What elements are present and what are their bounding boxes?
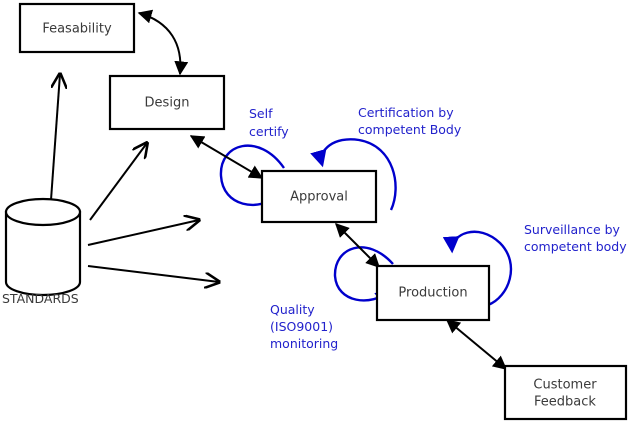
- node-design-label: Design: [145, 96, 190, 111]
- datastore-standards[interactable]: STANDARDS: [2, 197, 82, 306]
- annotation-quality-line3: monitoring: [270, 336, 338, 351]
- connector-approval-production: [335, 223, 380, 268]
- annotation-certification-by-competent-body: Certification by competent Body: [358, 105, 462, 137]
- connector-standards-feasability: [50, 74, 60, 201]
- annotation-quality-line2: (ISO9001): [270, 319, 333, 334]
- node-feasability-label: Feasability: [42, 22, 112, 37]
- node-customer-feedback-label-line2: Feedback: [534, 395, 596, 410]
- annotation-surveillance-line1: Surveillance by: [524, 222, 621, 237]
- node-production-label: Production: [398, 286, 467, 301]
- annotation-certification-line2: competent Body: [358, 122, 462, 137]
- annotation-surveillance-line2: competent body: [524, 239, 627, 254]
- annotation-certification-line1: Certification by: [358, 105, 454, 120]
- connector-standards-production: [87, 265, 219, 282]
- annotation-self-certify-line2: certify: [249, 124, 289, 139]
- node-production[interactable]: Production: [375, 264, 491, 322]
- node-customer-feedback[interactable]: Customer Feedback: [503, 364, 628, 421]
- connector-standards-approval: [87, 220, 199, 246]
- annotation-quality-line1: Quality: [270, 302, 315, 317]
- node-design[interactable]: Design: [108, 74, 226, 131]
- node-approval[interactable]: Approval: [260, 169, 378, 224]
- annotation-self-certify: Self certify: [249, 106, 289, 139]
- node-customer-feedback-label-line1: Customer: [533, 378, 597, 393]
- connector-feasability-design: [137, 9, 189, 76]
- connector-standards-design: [89, 143, 147, 221]
- connector-design-approval: [189, 135, 264, 179]
- node-feasability[interactable]: Feasability: [18, 2, 136, 54]
- connector-production-customer-feedback: [445, 319, 508, 370]
- loop-certification-by-competent-body: [310, 138, 397, 211]
- annotation-quality-monitoring: Quality (ISO9001) monitoring: [270, 302, 338, 351]
- annotation-surveillance-by-competent-body: Surveillance by competent body: [524, 222, 627, 254]
- annotation-self-certify-line1: Self: [249, 106, 273, 121]
- datastore-standards-label: STANDARDS: [2, 291, 79, 306]
- loop-surveillance-by-competent-body: [442, 230, 513, 307]
- node-approval-label: Approval: [290, 190, 348, 205]
